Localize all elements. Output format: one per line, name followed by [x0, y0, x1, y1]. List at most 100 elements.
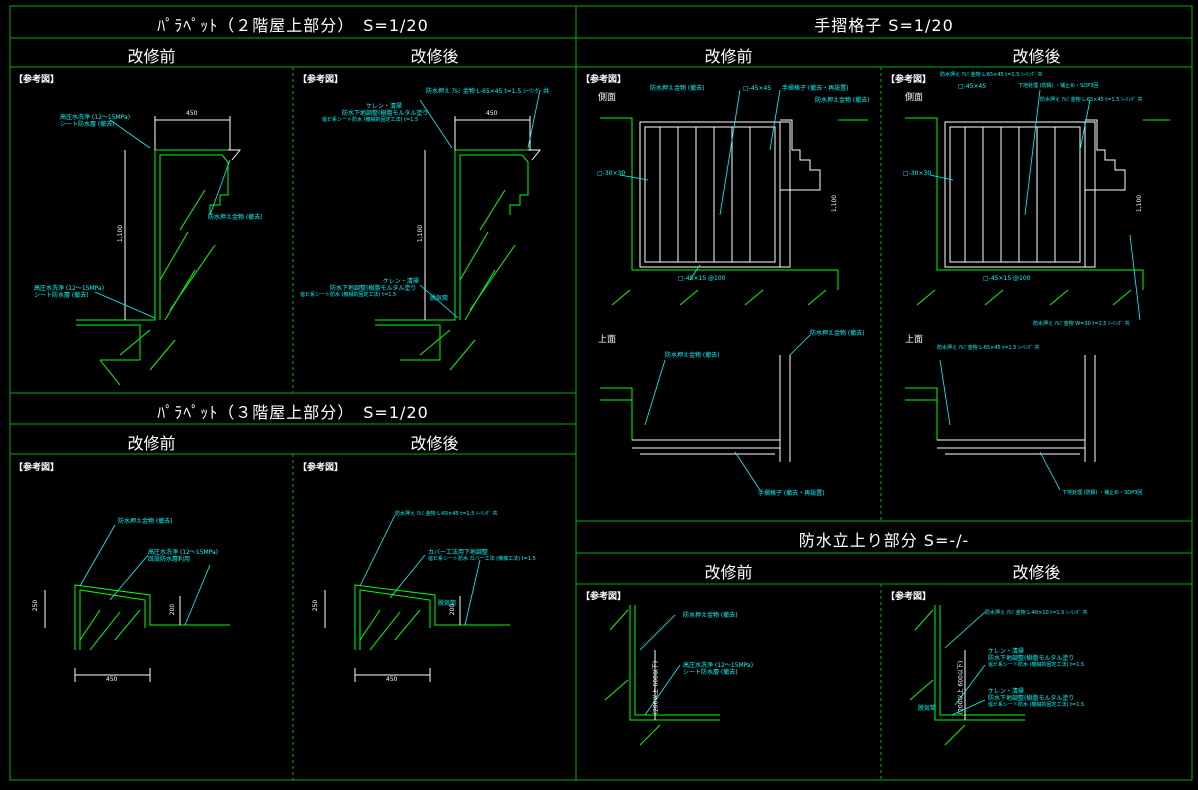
- note: ケレン・清掃: [366, 103, 402, 110]
- frame-grid: [9, 5, 1193, 781]
- note: □-45×45: [743, 85, 772, 92]
- dim-label: 250: [32, 599, 40, 612]
- note: 防水押え金物 (撤去): [208, 214, 263, 221]
- ref-tag: 【参考図】: [886, 75, 932, 85]
- parapet3-after-drawing: [324, 514, 510, 682]
- top-view-label: 上面: [598, 335, 617, 345]
- note: 塩ビ系シート防水 (機械的固定工法) t=1.5: [322, 117, 419, 123]
- note: シート防水層 (撤去): [60, 121, 115, 128]
- dim-label: (200以上 600以下): [957, 660, 965, 715]
- dim-label: 200: [449, 603, 457, 616]
- parapet2-before-drawing: [76, 116, 242, 386]
- note: □-30×30: [597, 170, 626, 177]
- note: 塩ビ系シート防水 (機械的固定工法) t=1.5: [300, 292, 397, 298]
- note: 防水押え金物 (撤去): [815, 97, 870, 104]
- ref-tag: 【参考図】: [298, 463, 344, 473]
- note: 高圧水洗浄 (12～15MPa): [60, 114, 131, 121]
- dim-label: 450: [386, 676, 398, 683]
- note: 防水押え ｱﾙﾐ 金物 W=30 t=1.5 ｼｰﾘﾝｸﾞ 共: [1033, 321, 1130, 327]
- ref-tag: 【参考図】: [14, 463, 60, 473]
- dim-label: 450: [186, 110, 198, 117]
- railing-after-side: [905, 89, 1170, 321]
- waterproof-before-header: 改修前: [704, 563, 753, 582]
- parapet2-before-header: 改修前: [127, 47, 176, 66]
- railing-before-top: [600, 334, 811, 491]
- note: ケレン・清掃: [383, 278, 419, 285]
- note: 防水押え金物 (撤去): [118, 518, 173, 525]
- railing-before-header: 改修前: [704, 47, 753, 66]
- railing-after-header: 改修後: [1012, 47, 1061, 66]
- parapet2-title: ﾊﾟﾗﾍﾟｯﾄ（２階屋上部分） S=1/20: [157, 16, 429, 35]
- dim-label: 250: [312, 599, 320, 612]
- note: 塩ビ系シート防水 (機械的固定工法) t=1.5: [988, 702, 1085, 708]
- note: シート防水層 (撤去): [683, 669, 738, 676]
- parapet3-after-header: 改修後: [410, 434, 459, 453]
- railing-after-top: [905, 355, 1096, 491]
- dim-label: 1,100: [1136, 194, 1144, 213]
- parapet3-before-drawing: [44, 524, 230, 682]
- note: 防水押え ｱﾙﾐ 金物 L-65×45 t=1.5 ｼｰﾘﾝｸﾞ 共: [395, 511, 498, 517]
- note: 高圧水洗浄 (12～15MPa): [34, 285, 105, 292]
- note: 下地处理 (防錆) ・補止め・SOP3回: [1062, 490, 1143, 496]
- railing-before-side: [600, 89, 868, 306]
- ref-tag: 【参考図】: [581, 592, 627, 602]
- dim-label: 1,100: [417, 224, 425, 243]
- parapet2-after-header: 改修後: [410, 47, 459, 66]
- column-dividers: [292, 67, 882, 780]
- note: ケレン・清掃: [988, 688, 1024, 695]
- note: 防水押え金物 (撤去): [650, 85, 705, 92]
- note: 脱気筒: [430, 295, 449, 302]
- note: □-45×45: [958, 83, 987, 90]
- note: 防水押え ｱﾙﾐ 金物 L-65×45 t=1.5 ｼｰﾘﾝｸﾞ 共: [937, 345, 1040, 351]
- note: □-30×30: [903, 170, 932, 177]
- note: 塩ビ系シート防水 (機械的固定工法) t=1.5: [988, 662, 1085, 668]
- note: 手摺格子 (撤去・再設置): [758, 490, 825, 497]
- note: 防水押え金物 (撤去): [665, 352, 720, 359]
- note: 手摺格子 (撤去・再設置): [782, 85, 849, 92]
- ref-tag: 【参考図】: [298, 75, 344, 85]
- note: □-45×15 @100: [678, 275, 726, 282]
- dim-label: 1,100: [117, 224, 125, 243]
- waterproof-after-header: 改修後: [1012, 563, 1061, 582]
- note: □-45×15 @100: [983, 275, 1031, 282]
- note: 脱気筒: [438, 600, 457, 607]
- note: 防水押え ｱﾙﾐ 金物 L-65×45 t=1.5 ｼｰﾘﾝｸﾞ 共: [426, 88, 550, 95]
- note: 防水押え ｱﾙﾐ 金物 L-40×10 t=1.5 ｼｰﾘﾝｸﾞ 共: [985, 610, 1088, 616]
- note: ケレン・清掃: [988, 648, 1024, 655]
- parapet3-title: ﾊﾟﾗﾍﾟｯﾄ（３階屋上部分） S=1/20: [157, 403, 429, 422]
- note: 防水下地調整(樹脂モルタル塗り: [988, 655, 1075, 662]
- railing-title: 手摺格子 S=1/20: [814, 16, 954, 35]
- note: 防水押え金物 (撤去): [683, 612, 738, 619]
- note: 下地处理 (防錆) ・補止め・SOP3回: [1018, 83, 1099, 89]
- note: 防水下地調整(樹脂モルタル塗り: [330, 285, 417, 292]
- ref-tag: 【参考図】: [581, 75, 627, 85]
- note: 脱気筒: [918, 705, 937, 712]
- side-view-label: 側面: [905, 93, 924, 103]
- dim-label: 450: [486, 110, 498, 117]
- note: 高圧水洗浄 (12～15MPa): [683, 662, 754, 669]
- waterproof-before-drawing: [604, 605, 720, 746]
- ref-tag: 【参考図】: [886, 592, 932, 602]
- note: 防水下地調整(樹脂モルタル塗り: [342, 110, 429, 117]
- waterproof-after-drawing: [909, 605, 1025, 746]
- note: 防水押え金物 (撤去): [810, 330, 865, 337]
- note: 防水押え ｱﾙﾐ 金物 L-65×45 t=1.5 ｼｰﾘﾝｸﾞ 共: [1040, 97, 1143, 103]
- waterproof-title: 防水立上り部分 S=-/-: [798, 531, 970, 550]
- note: 防水押え ｱﾙﾐ 金物 L-65×45 t=1.5 ｼｰﾘﾝｸﾞ 共: [940, 72, 1043, 78]
- side-view-label: 側面: [598, 93, 617, 103]
- note: シート防水層 (撤去): [34, 292, 89, 299]
- parapet3-before-header: 改修前: [127, 434, 176, 453]
- parapet2-after-drawing: [375, 89, 542, 371]
- top-view-label: 上面: [905, 335, 924, 345]
- note: 既設防水層利用: [148, 556, 191, 563]
- note: 防水下地調整(樹脂モルタル塗り: [988, 695, 1075, 702]
- ref-tag: 【参考図】: [14, 75, 60, 85]
- dim-label: 1,100: [831, 194, 839, 213]
- note: カバー工法用下地調整: [428, 549, 489, 556]
- note: 塩ビ系シート防水 カバー工法 (機械工法) t=1.5: [428, 556, 536, 562]
- dim-label: (200以上 600以下): [652, 660, 660, 715]
- note: 高圧水洗浄 (12～15MPa): [148, 549, 219, 556]
- dim-label: 450: [106, 676, 118, 683]
